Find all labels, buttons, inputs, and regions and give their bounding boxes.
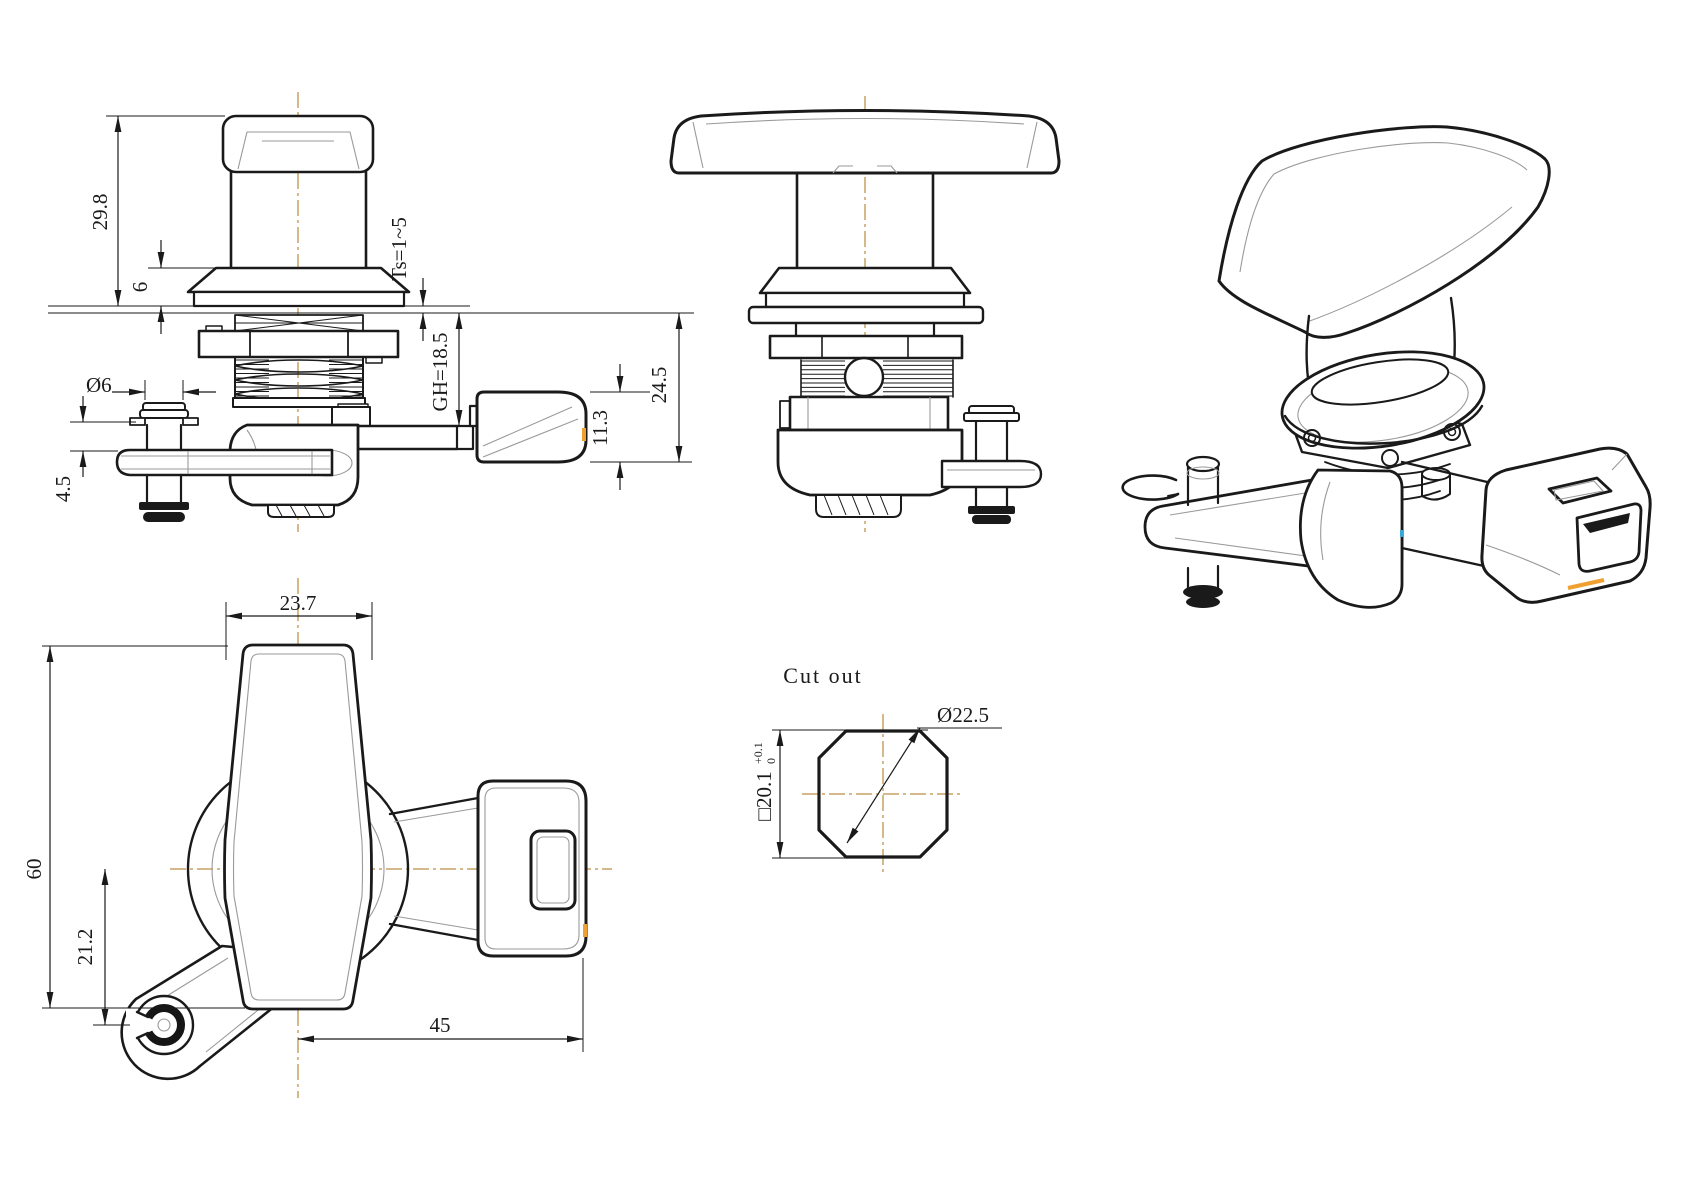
orange-mark-plan [583, 924, 587, 937]
hex-nut [197, 329, 400, 359]
dim-label-24-5: 24.5 [647, 367, 671, 404]
cutout-centerlines [802, 714, 964, 874]
dim-label-21-2: 21.2 [73, 929, 97, 966]
t-handle [669, 109, 1061, 175]
isometric-view [1121, 125, 1652, 609]
dim-label-pin-dia: Ø6 [86, 373, 112, 397]
handle-stem [229, 170, 368, 270]
dim-label-tol-upper: +0.1 [751, 742, 765, 764]
latch-rod [356, 424, 459, 451]
dim-label-tol-lower: 0 [764, 758, 778, 764]
side-view [669, 96, 1061, 532]
dim-label-23-7: 23.7 [280, 591, 317, 615]
iso-housing [1299, 468, 1404, 609]
cutout-octagon [817, 729, 949, 859]
dim-label-6: 6 [128, 282, 152, 293]
cam-block [331, 406, 371, 427]
buckle-slot [529, 829, 577, 911]
plan-centerlines [127, 578, 612, 1098]
dim-label-4-5: 4.5 [51, 476, 75, 502]
flange [186, 266, 411, 294]
orange-mark [582, 428, 586, 441]
detent-ball [843, 356, 885, 398]
iso-e-clip [1121, 474, 1180, 501]
arm-plate [115, 448, 334, 477]
iso-handle [1217, 125, 1551, 339]
plan-handle [223, 643, 373, 1011]
dim-label-dia-22-5: Ø22.5 [937, 703, 989, 727]
cutout-title: Cut out [783, 663, 862, 688]
dim-label-11-3: 11.3 [588, 410, 612, 446]
dim-label-60: 60 [22, 859, 46, 880]
compression-spring [234, 359, 364, 401]
handle-cap [221, 114, 375, 174]
buckle [475, 390, 588, 464]
dim-label-ts: Ts=1~5 [387, 217, 411, 281]
front-view: 29.8 6 Ts=1~5 GH=18.5 Ø6 4.5 11.3 24.5 [48, 92, 694, 532]
dim-label-45: 45 [430, 1013, 451, 1037]
dim-label-square-20-1: □20.1 [752, 771, 776, 820]
dim-label-29-8: 29.8 [88, 194, 112, 231]
plan-view: 23.7 60 21.2 45 [22, 578, 612, 1098]
blue-mark [1400, 530, 1403, 537]
cutout-view: Cut out Ø22.5 □20.1 +0.1 0 [751, 663, 1002, 874]
dim-label-gh: GH=18.5 [428, 333, 452, 412]
orange-mark-iso [1567, 578, 1605, 590]
